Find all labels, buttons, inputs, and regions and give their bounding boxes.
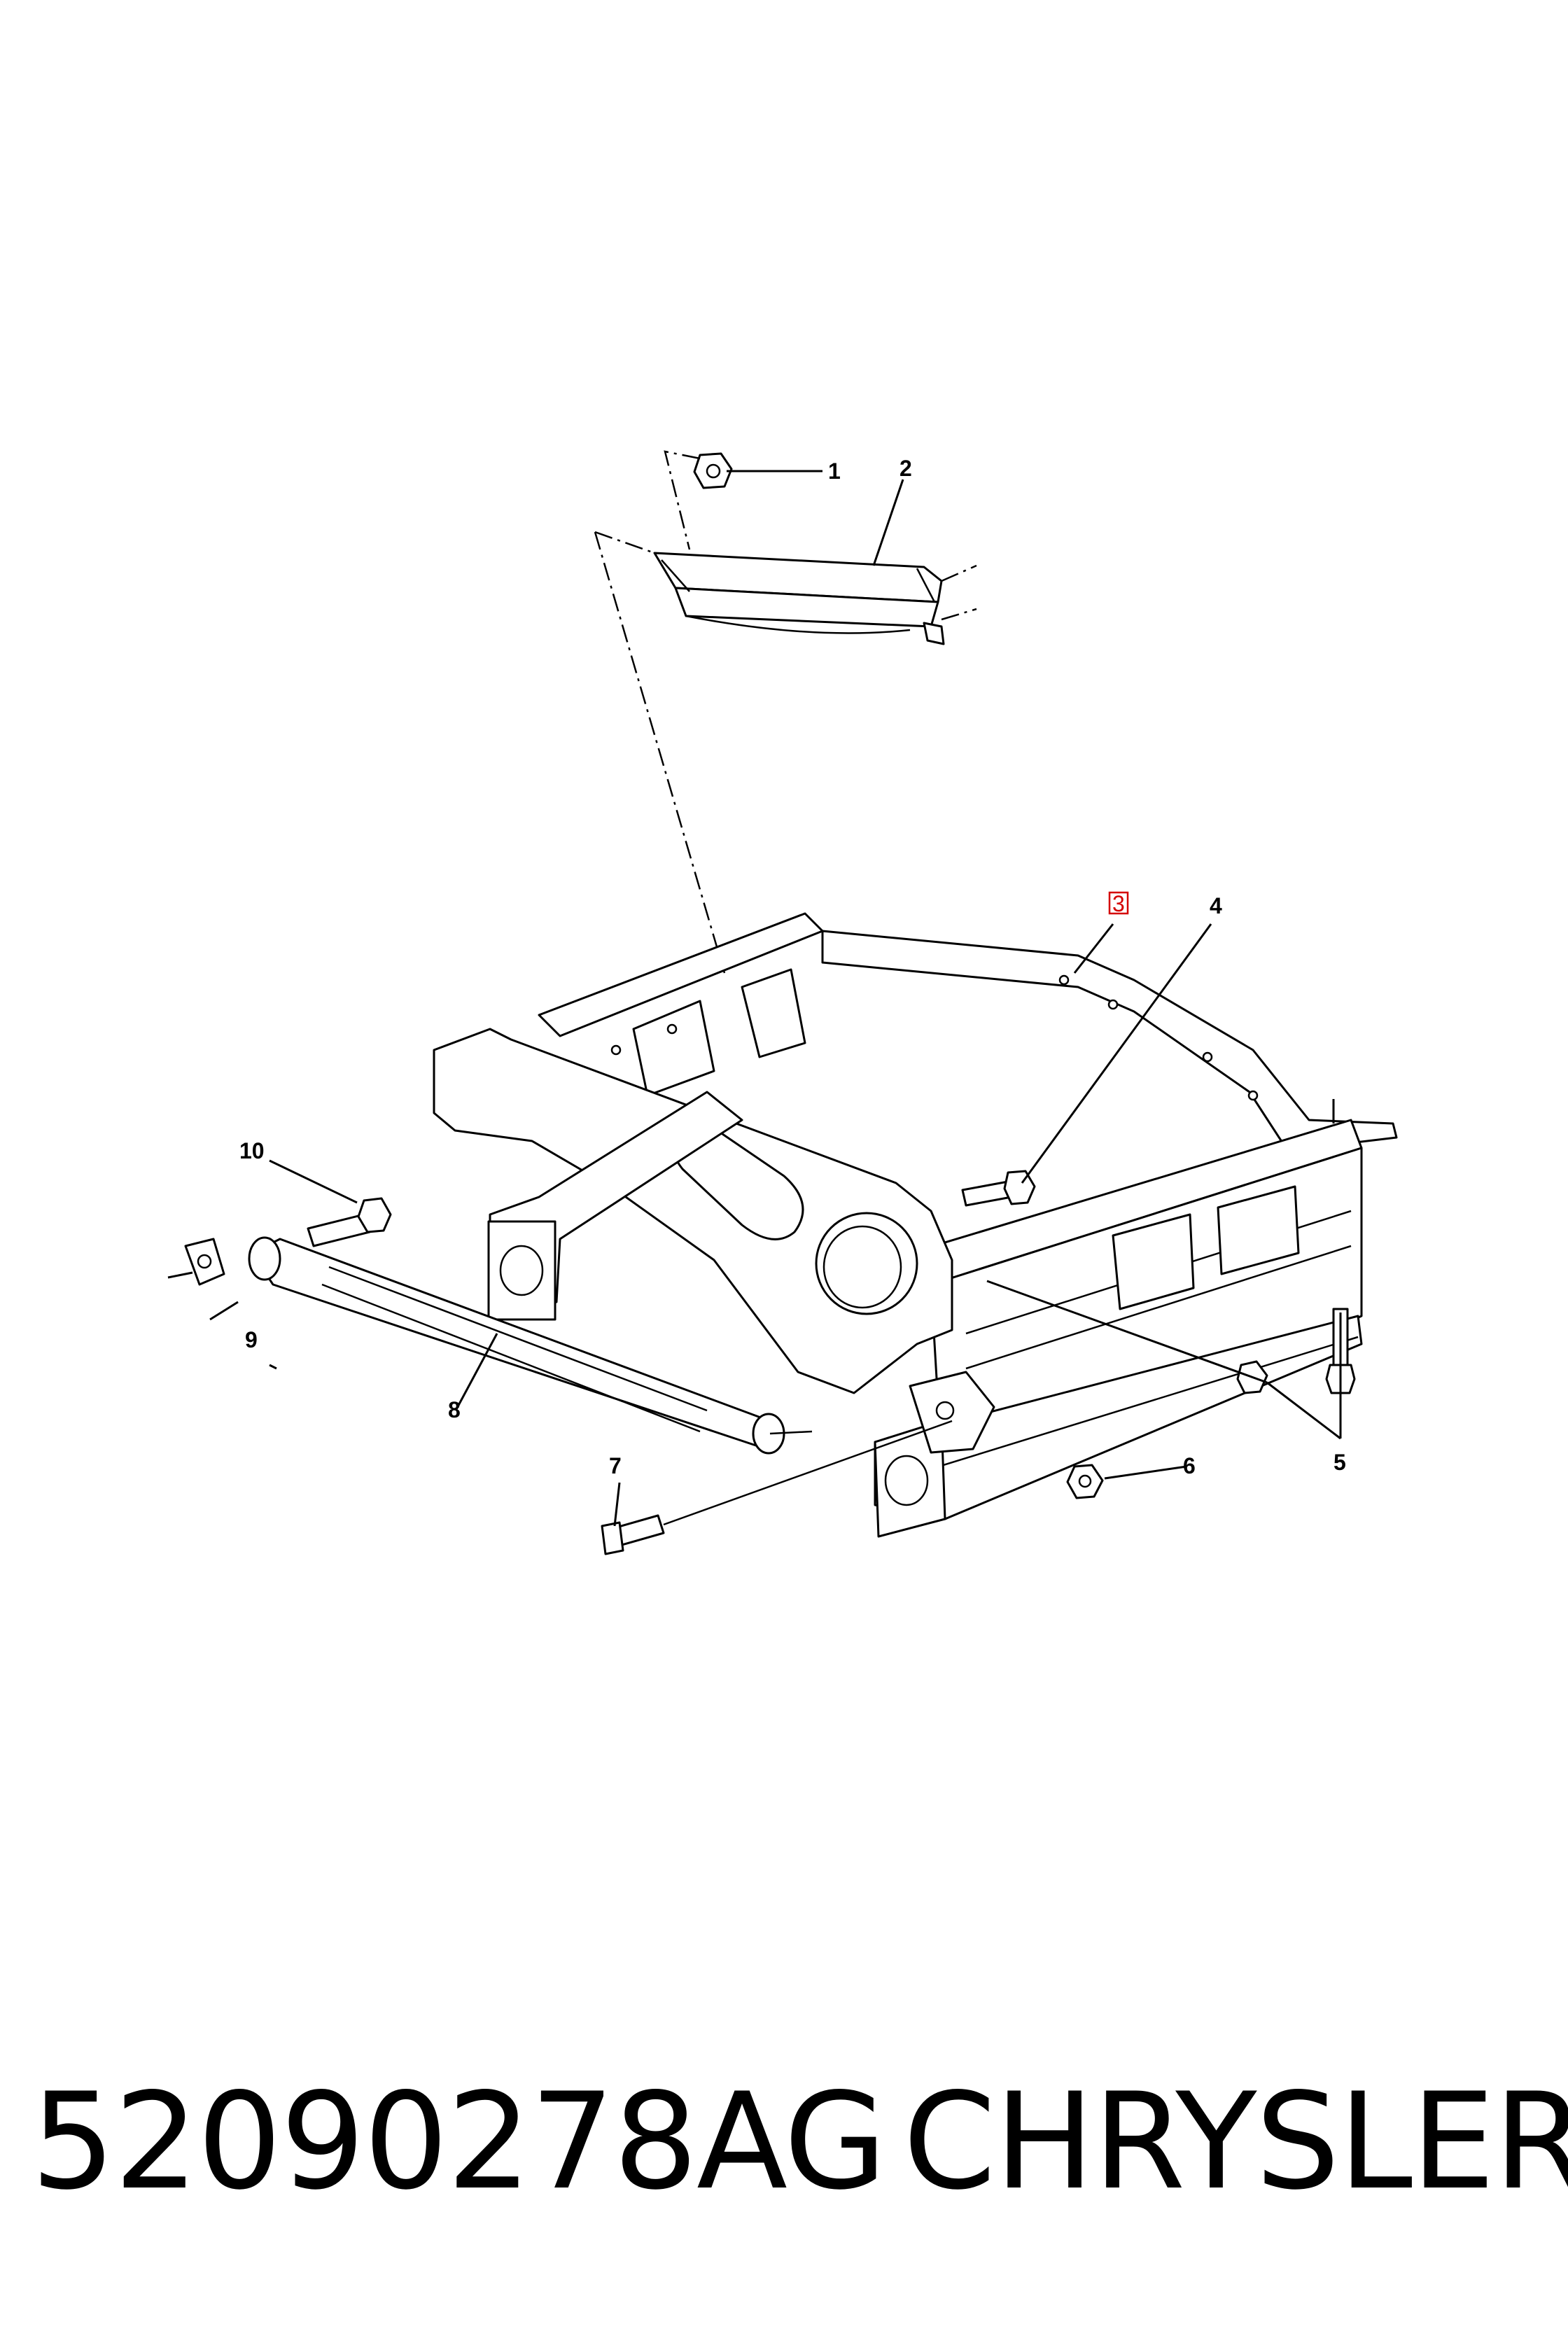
callout-10: 10 <box>239 1138 265 1163</box>
callout-9: 9 <box>245 1327 258 1352</box>
leader-lines <box>167 470 1342 1527</box>
callout-1: 1 <box>828 458 841 484</box>
callout-8: 8 <box>448 1397 461 1422</box>
bolt-part-4[interactable] <box>961 1170 1036 1207</box>
bolt-part-7[interactable] <box>601 1420 953 1555</box>
bolt-part-10[interactable] <box>307 1197 392 1247</box>
nut-part-1[interactable] <box>693 452 733 489</box>
subframe-part-3[interactable] <box>433 912 1398 1538</box>
brand-name: CHRYSLER <box>903 2064 1568 2219</box>
nut-part-6[interactable] <box>1066 1464 1104 1499</box>
callout-labels: 1 2 3 4 5 6 7 8 9 10 <box>239 456 1346 1478</box>
callout-3-highlight <box>1108 891 1129 915</box>
callout-6: 6 <box>1183 1453 1196 1478</box>
upper-crossmember-part[interactable] <box>653 552 977 645</box>
callout-4: 4 <box>1210 893 1222 918</box>
part-number: 52090278AG <box>31 2064 887 2219</box>
footer: 52090278AG CHRYSLER <box>0 2065 1568 2219</box>
callout-7: 7 <box>609 1453 622 1478</box>
strut-rod-part-8[interactable] <box>248 1236 813 1455</box>
callout-2: 2 <box>899 456 912 481</box>
callout-3: 3 <box>1112 891 1125 916</box>
callout-5: 5 <box>1334 1450 1346 1475</box>
bracket-part-9[interactable] <box>184 1238 225 1286</box>
